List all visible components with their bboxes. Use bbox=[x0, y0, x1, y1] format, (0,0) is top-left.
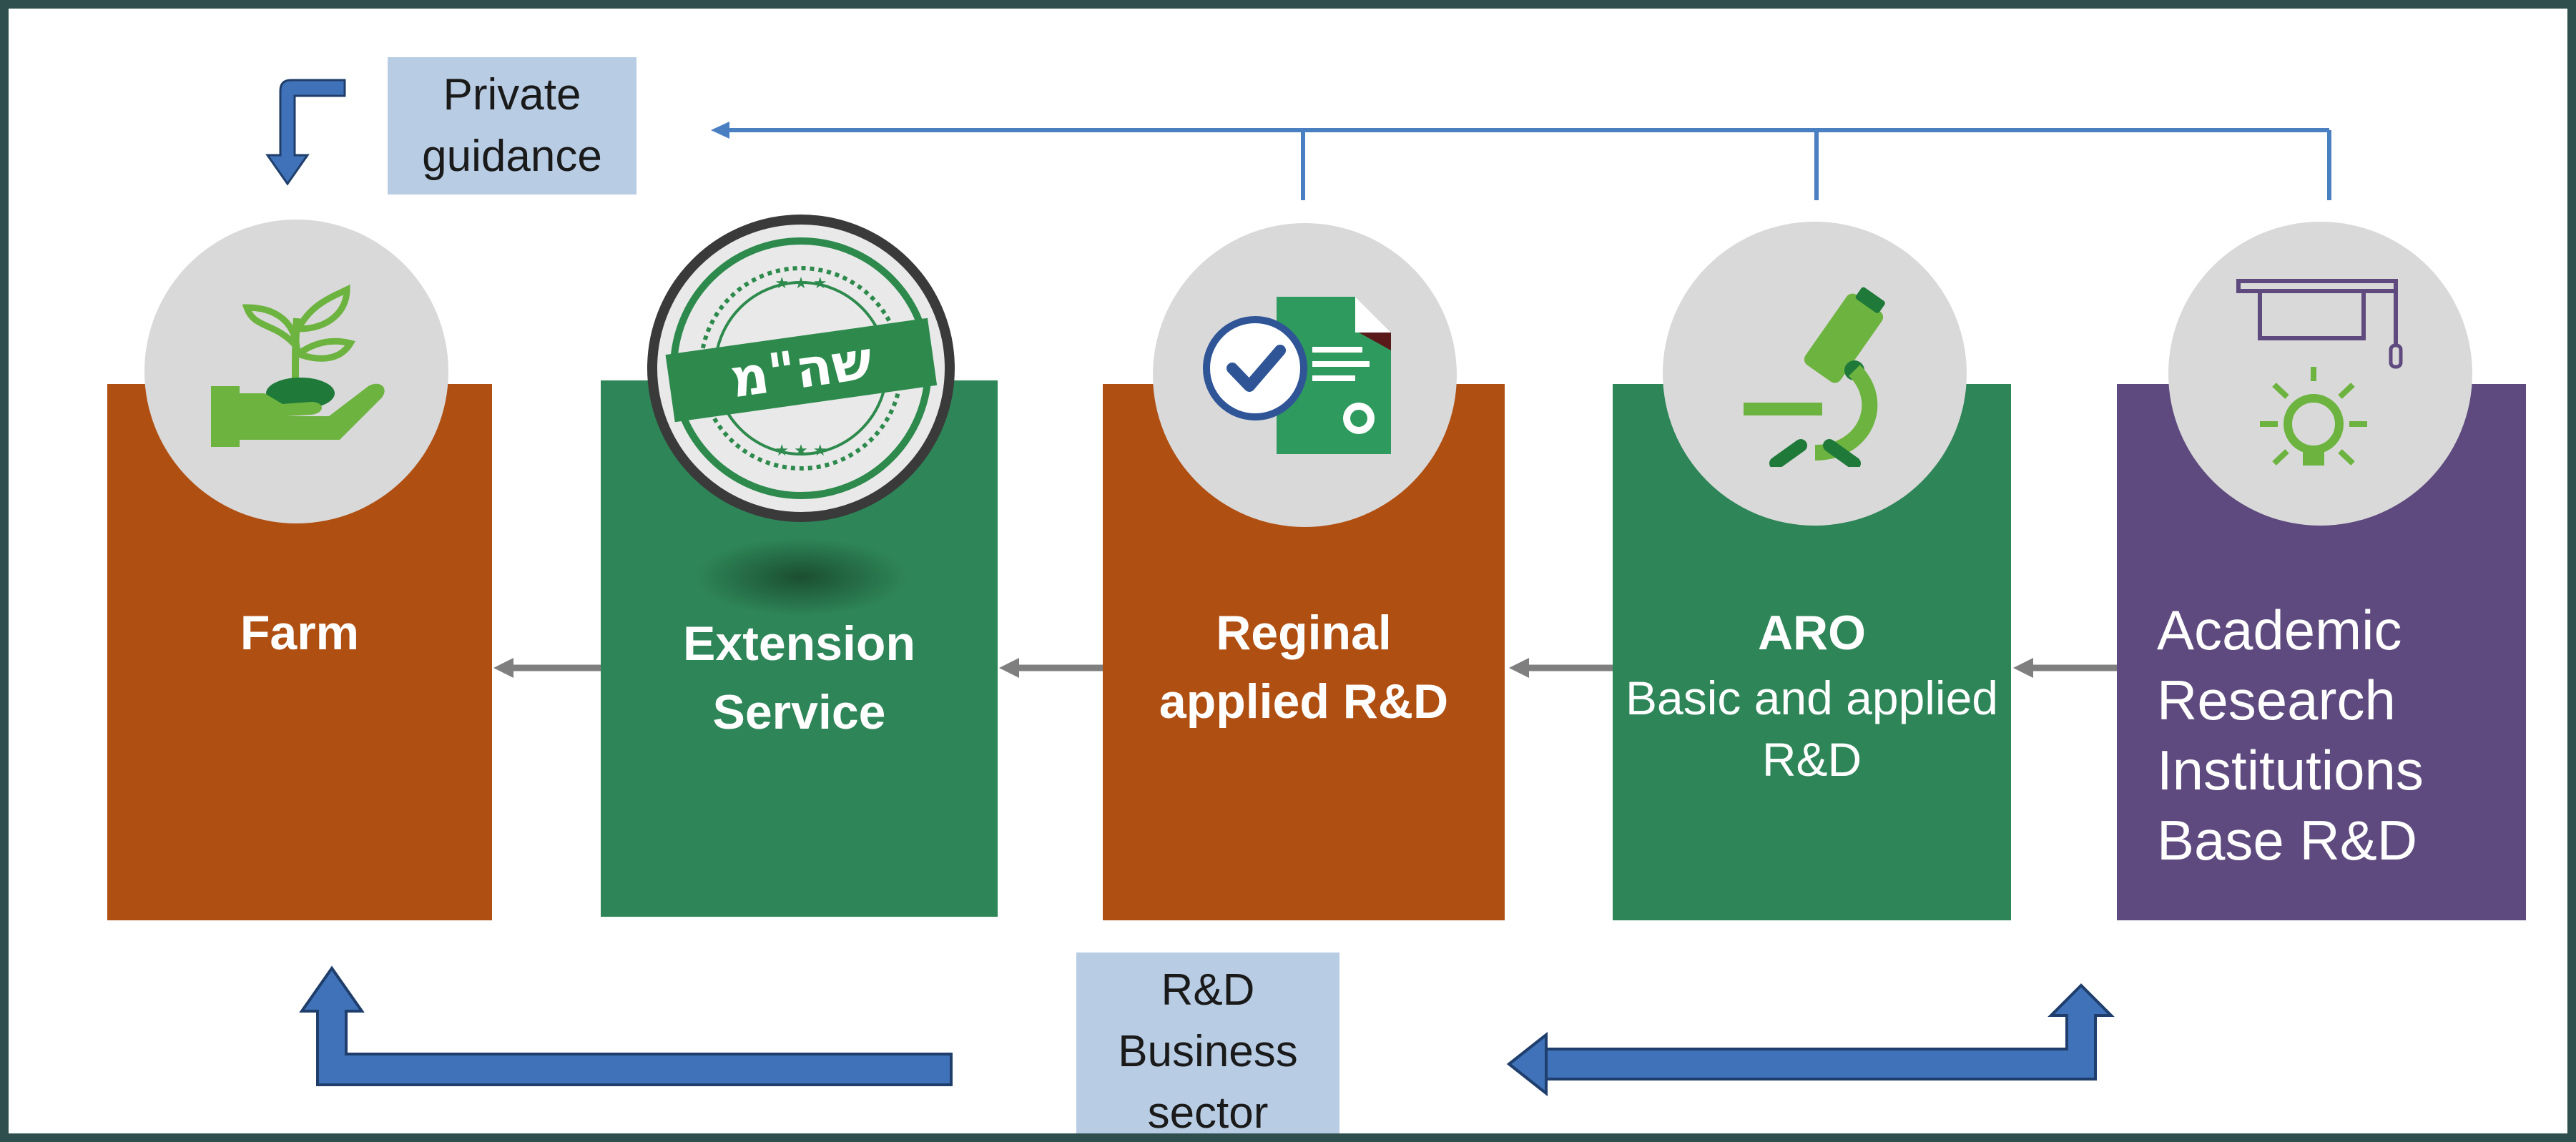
private-guidance-callout: Private guidance bbox=[388, 57, 636, 195]
academic-label: Academic Research Institutions Base R&D bbox=[2117, 595, 2526, 875]
extension-icon-circle: ★ ★ ★ ★ ★ ★ שה"מ bbox=[647, 215, 955, 522]
stamp-shadow bbox=[694, 538, 908, 616]
rd-business-callout: R&D Business sector bbox=[1076, 953, 1339, 1138]
aro-line2: R&D bbox=[1761, 733, 1862, 786]
regional-line2: applied R&D bbox=[1159, 674, 1449, 729]
aro-card: ARO Basic and applied R&D bbox=[1613, 384, 2011, 920]
extension-line1: Extension bbox=[683, 616, 915, 671]
private-guidance-line1: Private bbox=[443, 70, 581, 119]
rd-business-line3: sector bbox=[1147, 1088, 1269, 1138]
business-to-farm-arrow bbox=[299, 965, 953, 1086]
flow-arrowhead-farm bbox=[493, 658, 513, 678]
rd-business-line2: Business bbox=[1118, 1026, 1298, 1076]
flow-arrowhead-extension bbox=[999, 658, 1019, 678]
regional-icon-circle bbox=[1153, 223, 1457, 527]
aro-line1: Basic and applied bbox=[1625, 671, 1999, 724]
farm-title: Farm bbox=[240, 606, 360, 660]
academic-line1: Academic bbox=[2157, 599, 2402, 661]
certified-document-icon bbox=[1202, 296, 1391, 454]
academic-line2: Research bbox=[2157, 669, 2396, 732]
rd-business-line1: R&D bbox=[1161, 965, 1255, 1015]
regional-line1: Reginal bbox=[1216, 606, 1392, 660]
academic-icon-circle bbox=[2168, 222, 2472, 526]
farm-icon-circle bbox=[144, 220, 448, 523]
aro-icon-circle bbox=[1663, 222, 1967, 526]
extension-line2: Service bbox=[712, 685, 886, 739]
academic-line4: Base R&D bbox=[2157, 809, 2418, 872]
business-to-academic-arrow-body bbox=[1541, 983, 2115, 1081]
microscope-icon bbox=[1743, 287, 1885, 467]
connectors-layer bbox=[265, 79, 2331, 1097]
regional-label: Reginal applied R&D bbox=[1103, 599, 1505, 736]
flow-arrowhead-aro bbox=[2013, 658, 2033, 678]
business-to-academic-arrowhead bbox=[1506, 1031, 1548, 1097]
flow-arrowhead-regional bbox=[1509, 658, 1529, 678]
shaham-stamp-icon: ★ ★ ★ ★ ★ ★ שה"מ bbox=[665, 237, 937, 499]
feedback-arrowhead bbox=[711, 122, 729, 139]
bent-down-arrow bbox=[265, 79, 346, 186]
stamp-text: שה"מ bbox=[727, 330, 876, 410]
plant-in-hand-icon bbox=[210, 284, 385, 447]
aro-label: ARO Basic and applied R&D bbox=[1613, 599, 2011, 790]
academic-line3: Institutions bbox=[2157, 739, 2424, 802]
farm-label: Farm bbox=[107, 599, 492, 667]
extension-label: Extension Service bbox=[601, 609, 998, 747]
graduation-cap-lightbulb-icon bbox=[2236, 278, 2402, 466]
aro-title: ARO bbox=[1757, 606, 1867, 660]
svg-text:★ ★ ★: ★ ★ ★ bbox=[775, 442, 827, 460]
svg-text:★ ★ ★: ★ ★ ★ bbox=[775, 275, 827, 292]
private-guidance-line2: guidance bbox=[422, 132, 602, 181]
